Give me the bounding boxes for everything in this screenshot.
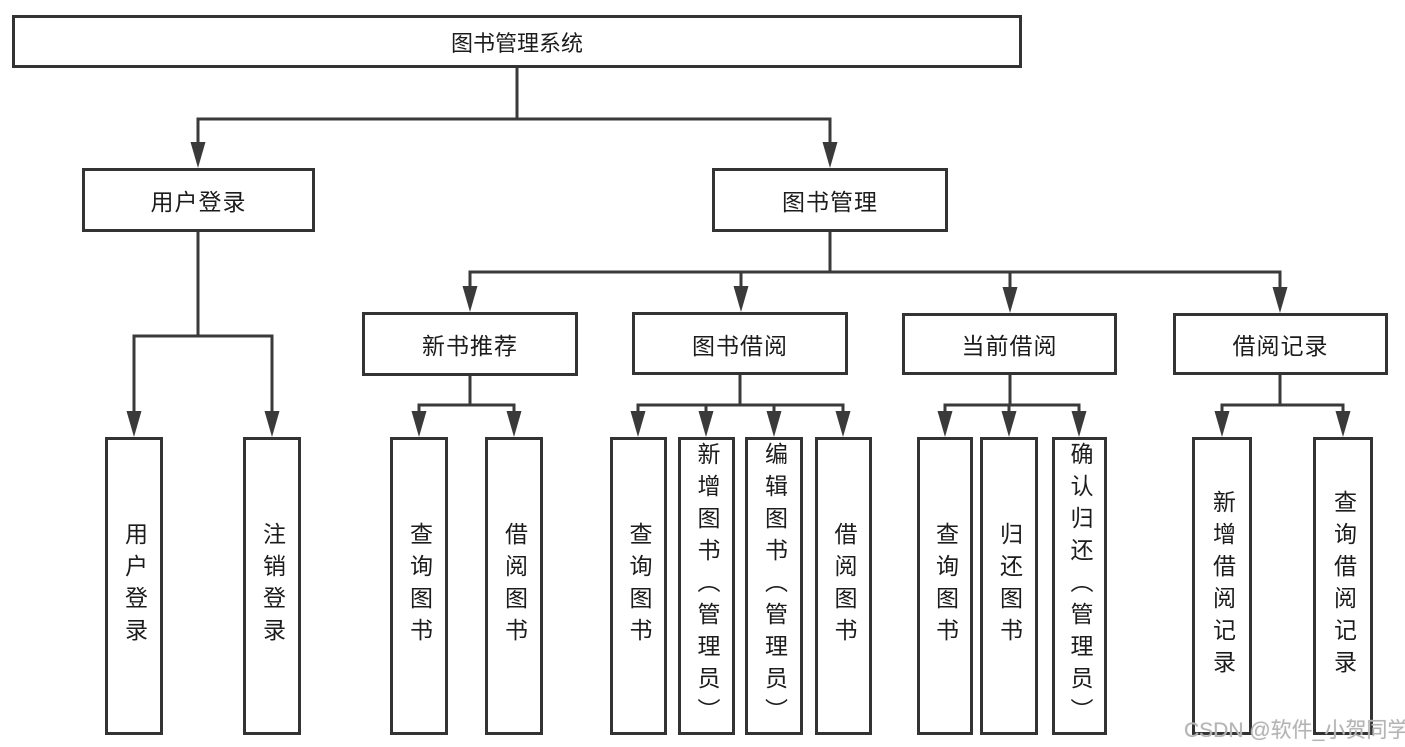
leaf-logout-label: 注销登录 (259, 522, 286, 650)
leaf-recommend-query-books-label: 查询图书 (406, 522, 433, 650)
leaf-current-return-books-label: 归还图书 (996, 522, 1023, 650)
node-current-borrowing: 当前借阅 (902, 313, 1117, 375)
node-book-borrowing: 图书借阅 (632, 312, 848, 375)
connector-records-bridge (1220, 403, 1345, 420)
leaf-recommend-borrow-books: 借阅图书 (485, 437, 543, 735)
leaf-records-query-record-label: 查询借阅记录 (1330, 490, 1357, 682)
node-current-borrowing-label: 当前借阅 (961, 333, 1058, 359)
leaf-recommend-borrow-books-label: 借阅图书 (501, 522, 528, 650)
leaf-records-add-record-label: 新增借阅记录 (1209, 490, 1236, 682)
connector-recommend-bridge (417, 403, 516, 420)
leaf-borrowing-borrow-books: 借阅图书 (815, 437, 872, 735)
leaf-records-add-record: 新增借阅记录 (1192, 437, 1252, 735)
leaf-borrowing-add-books-label: 新增图书（管理员） (694, 442, 720, 730)
node-user-login-label: 用户登录 (150, 189, 247, 215)
leaf-logout: 注销登录 (243, 437, 301, 735)
leaf-current-return-books: 归还图书 (980, 437, 1038, 735)
node-book-borrowing-label: 图书借阅 (692, 332, 788, 359)
leaf-borrowing-edit-books-label: 编辑图书（管理员） (761, 442, 788, 730)
node-root-library-system: 图书管理系统 (12, 15, 1022, 68)
leaf-current-query-books: 查询图书 (917, 437, 973, 735)
node-root-label: 图书管理系统 (450, 30, 583, 56)
leaf-borrowing-query-books-label: 查询图书 (626, 522, 652, 650)
connector-root-bridge (196, 117, 832, 150)
leaf-borrowing-edit-books: 编辑图书（管理员） (745, 437, 803, 735)
leaf-borrowing-borrow-books-label: 借阅图书 (831, 522, 857, 650)
connector-bookmgmt-bridge (468, 270, 1282, 294)
node-book-management: 图书管理 (712, 168, 948, 232)
leaf-user-login-label: 用户登录 (121, 522, 148, 650)
node-book-management-label: 图书管理 (782, 189, 878, 215)
node-new-book-recommend: 新书推荐 (362, 312, 578, 376)
leaf-recommend-query-books: 查询图书 (390, 437, 448, 735)
connector-borrowing-bridge (636, 403, 845, 420)
connector-userlogin-bridge (132, 334, 274, 420)
leaf-current-query-books-label: 查询图书 (932, 522, 959, 650)
leaf-user-login: 用户登录 (105, 437, 163, 735)
leaf-borrowing-query-books: 查询图书 (610, 437, 667, 735)
node-borrowing-records-label: 借阅记录 (1232, 333, 1329, 359)
csdn-watermark: CSDN @软件_小贺同学 (1184, 719, 1405, 742)
node-borrowing-records: 借阅记录 (1173, 313, 1388, 375)
leaf-records-query-record: 查询借阅记录 (1313, 437, 1373, 735)
leaf-borrowing-add-books: 新增图书（管理员） (678, 437, 735, 735)
node-new-book-recommend-label: 新书推荐 (422, 333, 518, 359)
arrowheads (126, 142, 1351, 437)
leaf-current-confirm-return-label: 确认归还（管理员） (1067, 442, 1093, 730)
leaf-current-confirm-return: 确认归还（管理员） (1052, 437, 1107, 735)
node-user-login: 用户登录 (82, 168, 315, 232)
